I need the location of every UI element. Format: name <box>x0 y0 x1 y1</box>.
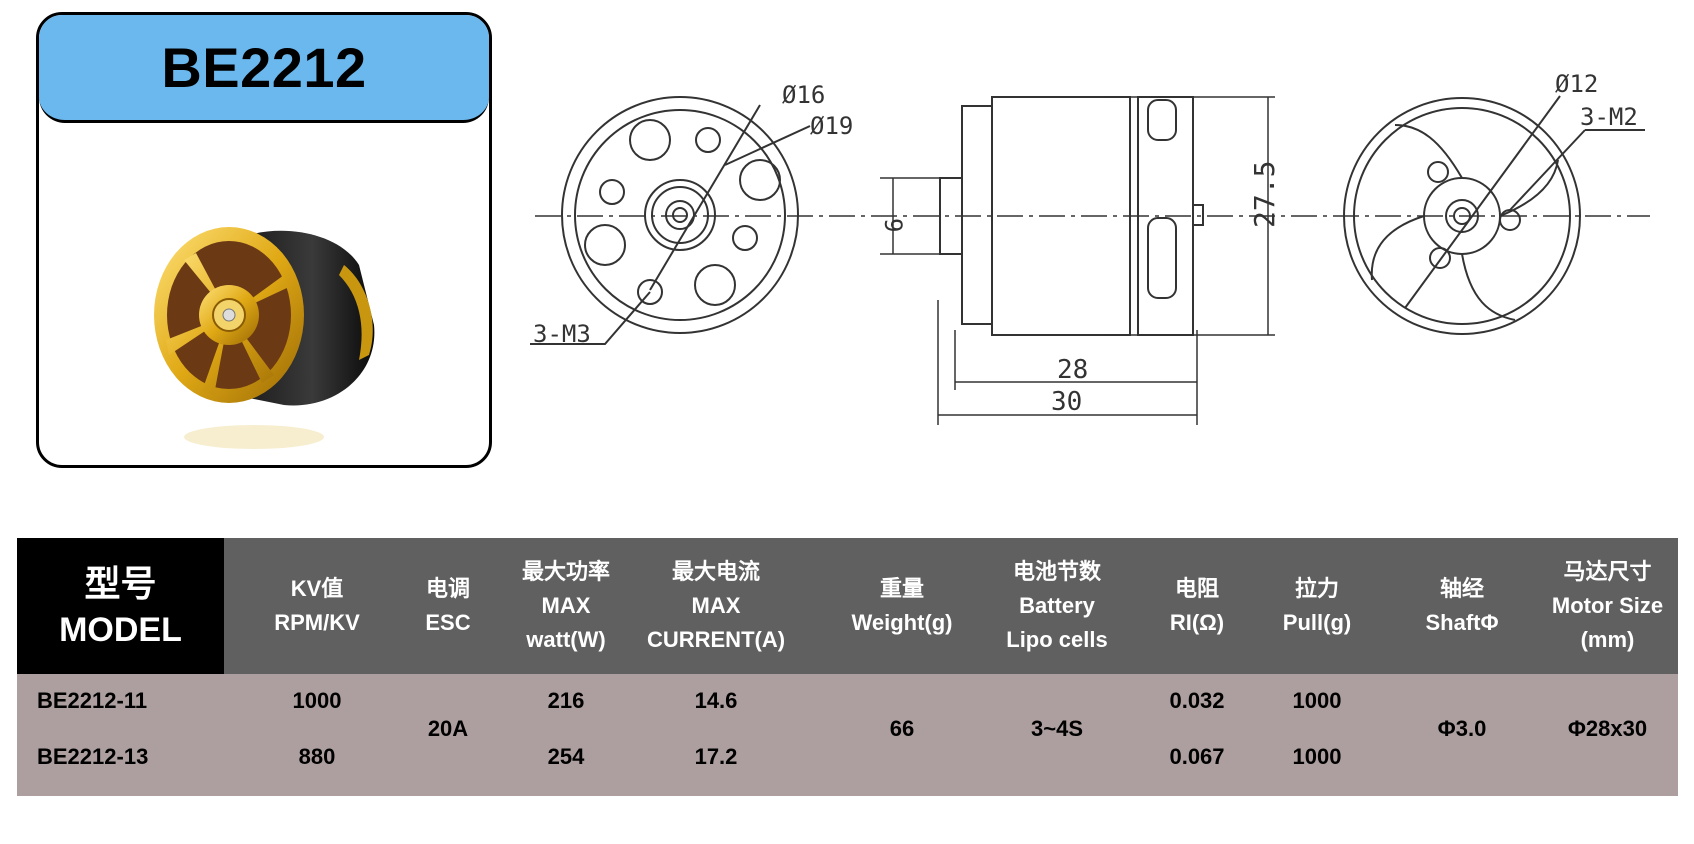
row-1-power: 216 <box>547 688 585 713</box>
weight-header-en: Weight(g) <box>851 610 953 635</box>
pull-header-en: Pull(g) <box>1282 610 1352 635</box>
dim-front-screws: 3-M3 <box>533 320 591 348</box>
row-1-resistance: 0.032 <box>1169 688 1225 713</box>
current-header-max: MAX <box>691 593 741 618</box>
dim-body-length: 28 <box>1057 355 1088 385</box>
shaft-header: 轴经 ShaftΦ <box>1387 538 1537 674</box>
shared-shaft: Φ3.0 <box>1437 716 1487 741</box>
row-1-current: 14.6 <box>694 688 738 713</box>
weight-header-cn: 重量 <box>879 576 924 601</box>
row-2-resistance: 0.067 <box>1169 744 1225 769</box>
current-header: 最大电流 MAX CURRENT(A) <box>631 538 801 674</box>
shared-esc: 20A <box>427 716 469 741</box>
resistance-header-cn: 电阻 <box>1174 576 1219 601</box>
size-header-cn: 马达尺寸 <box>1563 559 1652 584</box>
kv-header-en: RPM/KV <box>274 610 360 635</box>
size-header-unit: (mm) <box>1580 627 1635 652</box>
shared-size: Φ28x30 <box>1567 716 1648 741</box>
resistance-header-en: RI(Ω) <box>1169 610 1225 635</box>
pull-header: 拉力 Pull(g) <box>1257 538 1377 674</box>
resistance-header: 电阻 RI(Ω) <box>1137 538 1257 674</box>
current-header-unit: CURRENT(A) <box>646 627 786 652</box>
battery-header-cn: 电池节数 <box>1012 559 1101 584</box>
product-title-bar: BE2212 <box>39 15 489 123</box>
model-header-en: MODEL <box>59 611 182 649</box>
spec-table-header: 型号 MODEL KV值 RPM/KV 电调 ESC 最大功率 MAX watt… <box>17 538 1678 674</box>
spec-table-body: BE2212-11 1000 216 14.6 0.032 1000 BE221… <box>17 674 1678 796</box>
battery-header-cells: Lipo cells <box>1006 627 1108 652</box>
row-2-pull: 1000 <box>1292 744 1342 769</box>
power-header-cn: 最大功率 <box>521 559 610 584</box>
power-header: 最大功率 MAX watt(W) <box>501 538 631 674</box>
battery-header-en: Battery <box>1019 593 1095 618</box>
dim-height: 27.5 <box>1248 161 1281 228</box>
row-1-pull: 1000 <box>1292 688 1342 713</box>
model-header: 型号 MODEL <box>17 538 224 674</box>
shared-battery: 3~4S <box>1031 716 1083 741</box>
dimension-drawing: Ø16 Ø19 3-M3 9 27.5 28 30 Ø12 3-M2 <box>530 70 1650 425</box>
shaft-header-cn: 轴经 <box>1439 576 1484 601</box>
product-title: BE2212 <box>161 36 367 99</box>
row-2-power: 254 <box>547 744 585 769</box>
model-header-cn: 型号 <box>84 563 157 604</box>
size-header-en: Motor Size <box>1551 593 1664 618</box>
size-header: 马达尺寸 Motor Size (mm) <box>1537 538 1678 674</box>
spec-table: 型号 MODEL KV值 RPM/KV 电调 ESC 最大功率 MAX watt… <box>17 538 1678 796</box>
esc-header-cn: 电调 <box>425 576 470 601</box>
row-2-kv: 880 <box>298 744 336 769</box>
dim-rear-dia: Ø12 <box>1555 70 1598 98</box>
kv-header-cn: KV值 <box>290 576 344 601</box>
pull-header-cn: 拉力 <box>1294 576 1339 601</box>
shaft-header-en: ShaftΦ <box>1425 610 1499 635</box>
dim-rear-screws: 3-M2 <box>1580 103 1638 131</box>
power-header-unit: watt(W) <box>526 627 606 652</box>
dim-shaft-length: 9 <box>879 218 907 232</box>
row-2-current: 17.2 <box>694 744 738 769</box>
brushless-motor-photo-icon <box>154 227 375 449</box>
row-1-model: BE2212-11 <box>37 688 148 713</box>
current-header-cn: 最大电流 <box>671 559 760 584</box>
kv-header: KV值 RPM/KV <box>239 538 395 674</box>
row-1-kv: 1000 <box>292 688 342 713</box>
battery-header: 电池节数 Battery Lipo cells <box>977 538 1137 674</box>
dim-total-length: 30 <box>1051 387 1082 417</box>
row-2-model: BE2212-13 <box>37 744 149 769</box>
weight-header: 重量 Weight(g) <box>827 538 977 674</box>
esc-header: 电调 ESC <box>395 538 501 674</box>
dim-front-dia-outer: Ø19 <box>810 112 853 140</box>
product-card: BE2212 <box>36 12 492 468</box>
shared-weight: 66 <box>889 716 915 741</box>
dim-front-dia-inner: Ø16 <box>782 81 825 109</box>
esc-header-en: ESC <box>425 610 471 635</box>
power-header-max: MAX <box>541 593 591 618</box>
